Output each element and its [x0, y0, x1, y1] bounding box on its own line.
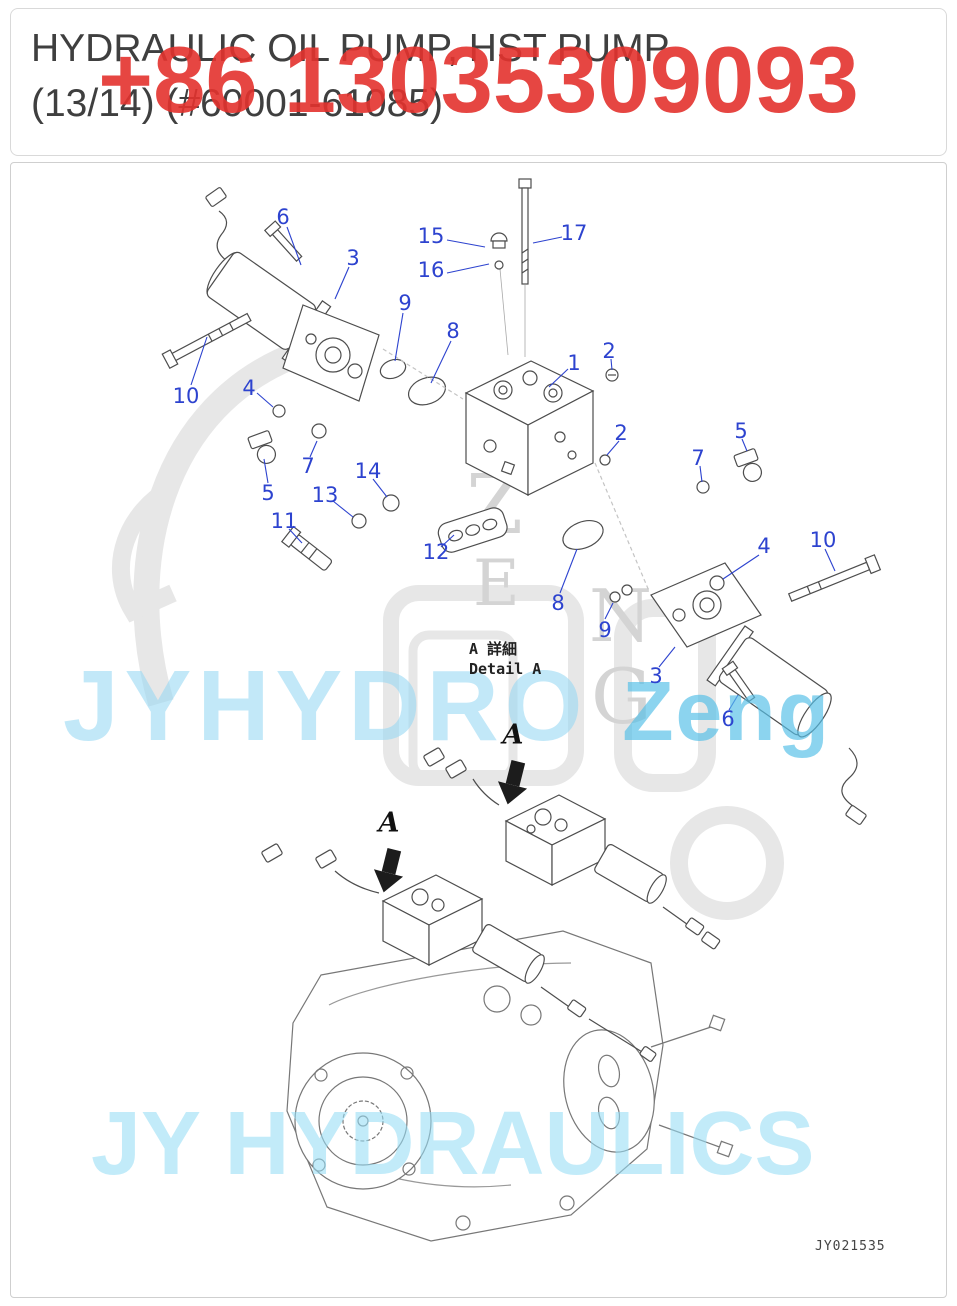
- detail-a-label: A 詳細 Detail A: [469, 640, 541, 679]
- pump-assembly: [261, 747, 734, 1242]
- bolt-17: [518, 178, 532, 285]
- part-callout: 3: [649, 664, 663, 688]
- part-callout: 7: [301, 454, 315, 478]
- part-callout: 4: [242, 376, 256, 400]
- view-a-label: A: [378, 807, 400, 839]
- part-callout: 1: [567, 351, 581, 375]
- part-callout: 2: [614, 421, 628, 445]
- detail-a-label-cjk: A 詳細: [469, 640, 518, 658]
- o-ring-14: [382, 494, 400, 512]
- part-callout: 16: [417, 258, 445, 282]
- part-callout: 3: [346, 246, 360, 270]
- svg-text:E: E: [473, 547, 520, 621]
- drawing-number: JY021535: [815, 1239, 886, 1254]
- view-direction-arrows: [373, 759, 528, 893]
- callout-leader-lines: [190, 226, 836, 711]
- page-title-line2: (13/14) (#60001-61085): [31, 82, 443, 126]
- part-callout: 13: [311, 483, 339, 507]
- manifold-block: [247, 178, 650, 592]
- plug-5-left: [247, 430, 277, 464]
- page-title-line1: HYDRAULIC OIL PUMP, HST PUMP: [31, 27, 670, 70]
- left-solenoid-valve-assembly: [161, 187, 446, 439]
- part-callout: 17: [560, 221, 588, 245]
- part-callout: 5: [734, 419, 748, 443]
- o-ring-4-right: [709, 575, 725, 591]
- mounted-valve-lower: [261, 843, 657, 1062]
- part-callout: 2: [602, 339, 616, 363]
- part-callout: 5: [261, 481, 275, 505]
- page-title: HYDRAULIC OIL PUMP, HST PUMP (13/14) (#6…: [31, 21, 926, 132]
- part-callout: 10: [172, 384, 200, 408]
- part-callout: 12: [422, 540, 450, 564]
- bolt-6-right: [721, 660, 756, 703]
- mounted-valve-upper: [423, 747, 721, 950]
- bolt-10-right: [787, 554, 882, 602]
- bolt-11: [280, 525, 333, 571]
- part-callout: 6: [721, 707, 735, 731]
- part-callout: 14: [354, 459, 382, 483]
- detail-a-label-en: Detail A: [469, 659, 542, 678]
- exploded-parts-diagram: Z E N G: [111, 178, 882, 1242]
- page-header: HYDRAULIC OIL PUMP, HST PUMP (13/14) (#6…: [10, 8, 947, 156]
- view-a-label: A: [502, 719, 524, 751]
- svg-text:N: N: [589, 574, 652, 658]
- svg-text:G: G: [591, 652, 652, 741]
- bolt-6-left: [263, 220, 303, 262]
- bolt-10-left: [161, 312, 252, 370]
- part-callout: 9: [398, 291, 412, 315]
- plug-5-right: [733, 448, 763, 482]
- part-callout: 8: [446, 319, 460, 343]
- breather-plug-15: [490, 232, 508, 249]
- right-solenoid-valve-assembly: [562, 448, 882, 825]
- part-callout: 9: [598, 618, 612, 642]
- part-callout: 6: [276, 205, 290, 229]
- part-callout: 11: [270, 509, 298, 533]
- part-callout: 4: [757, 534, 771, 558]
- o-ring-16: [494, 260, 504, 270]
- part-callout: 15: [417, 224, 445, 248]
- ring-13: [351, 513, 367, 529]
- diagram-panel: Z E N G: [10, 162, 947, 1298]
- o-ring-7-right: [696, 480, 710, 494]
- part-callout: 8: [551, 591, 565, 615]
- part-callout: 10: [809, 528, 837, 552]
- gasket-12: [437, 507, 508, 553]
- part-callout: 7: [691, 446, 705, 470]
